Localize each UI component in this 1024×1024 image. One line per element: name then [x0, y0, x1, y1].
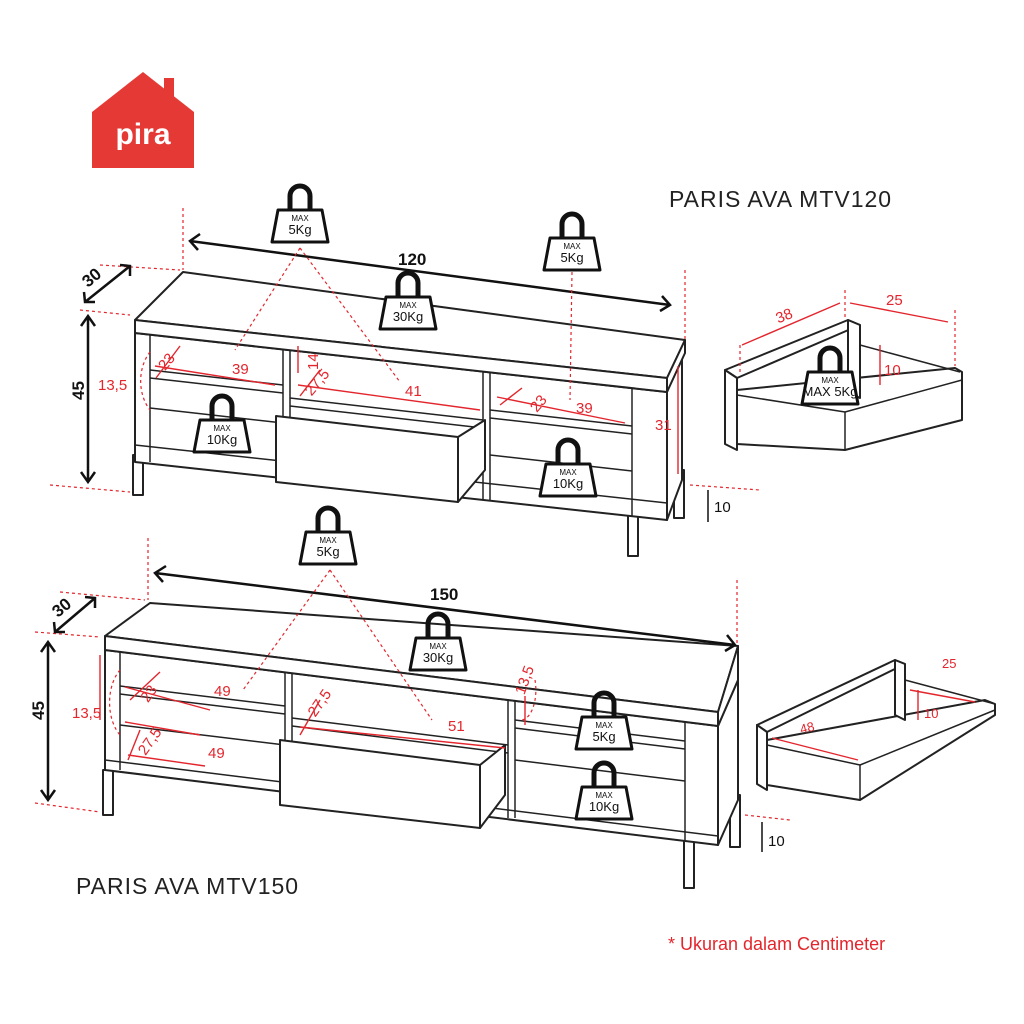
svg-text:25: 25: [886, 292, 903, 309]
svg-text:38: 38: [773, 305, 795, 327]
svg-text:39: 39: [232, 361, 249, 378]
svg-text:13,5: 13,5: [72, 705, 101, 722]
svg-text:MAX 5Kg: MAX 5Kg: [803, 384, 858, 399]
units-note: * Ukuran dalam Centimeter: [668, 934, 886, 954]
svg-text:MAX: MAX: [595, 721, 613, 730]
svg-text:pira: pira: [115, 118, 170, 151]
svg-text:10Kg: 10Kg: [589, 799, 619, 814]
svg-text:13,5: 13,5: [98, 377, 127, 394]
svg-text:10: 10: [714, 499, 731, 516]
svg-text:MAX: MAX: [429, 642, 447, 651]
svg-text:49: 49: [214, 683, 231, 700]
svg-text:25: 25: [942, 656, 956, 671]
svg-text:30Kg: 30Kg: [423, 650, 453, 665]
svg-text:MAX: MAX: [595, 791, 613, 800]
svg-text:49: 49: [208, 745, 225, 762]
svg-text:10Kg: 10Kg: [553, 476, 583, 491]
svg-text:23: 23: [137, 682, 160, 705]
svg-text:10Kg: 10Kg: [207, 432, 237, 447]
svg-text:48: 48: [798, 719, 816, 737]
svg-text:31: 31: [655, 417, 672, 434]
svg-text:41: 41: [405, 383, 422, 400]
svg-text:45: 45: [29, 701, 48, 720]
svg-text:30Kg: 30Kg: [393, 309, 423, 324]
cabinet-mtv120: 120 30 45 31 10 23 39 13,5 14 27,5 41 23…: [49, 208, 761, 557]
svg-text:51: 51: [448, 718, 465, 735]
svg-text:MAX: MAX: [399, 301, 417, 310]
svg-text:MAX: MAX: [559, 468, 577, 477]
svg-text:10: 10: [768, 833, 785, 850]
svg-text:5Kg: 5Kg: [592, 729, 615, 744]
svg-text:150: 150: [430, 585, 458, 604]
svg-text:MAX: MAX: [563, 242, 581, 251]
svg-text:5Kg: 5Kg: [560, 250, 583, 265]
svg-text:MAX: MAX: [821, 376, 839, 385]
svg-text:MAX: MAX: [291, 214, 309, 223]
model-title-mtv150: PARIS AVA MTV150: [76, 873, 300, 899]
drawer-mtv120: 38 25 10: [724, 290, 963, 451]
cabinet-mtv150: 150 30 45 10 23 49 13,5 27,5 49 27,5 51 …: [29, 538, 791, 889]
svg-text:MAX: MAX: [213, 424, 231, 433]
svg-text:30: 30: [78, 264, 105, 291]
drawer-mtv150: 48 25 10: [756, 656, 996, 801]
svg-text:120: 120: [398, 250, 426, 269]
svg-text:45: 45: [69, 381, 88, 400]
svg-text:39: 39: [576, 400, 593, 417]
svg-text:5Kg: 5Kg: [288, 222, 311, 237]
pira-logo: pira: [92, 72, 194, 168]
svg-text:MAX: MAX: [319, 536, 337, 545]
svg-text:5Kg: 5Kg: [316, 544, 339, 559]
svg-text:10: 10: [884, 362, 901, 379]
model-title-mtv120: PARIS AVA MTV120: [669, 186, 893, 212]
svg-text:14: 14: [305, 353, 322, 370]
svg-text:10: 10: [924, 706, 938, 721]
